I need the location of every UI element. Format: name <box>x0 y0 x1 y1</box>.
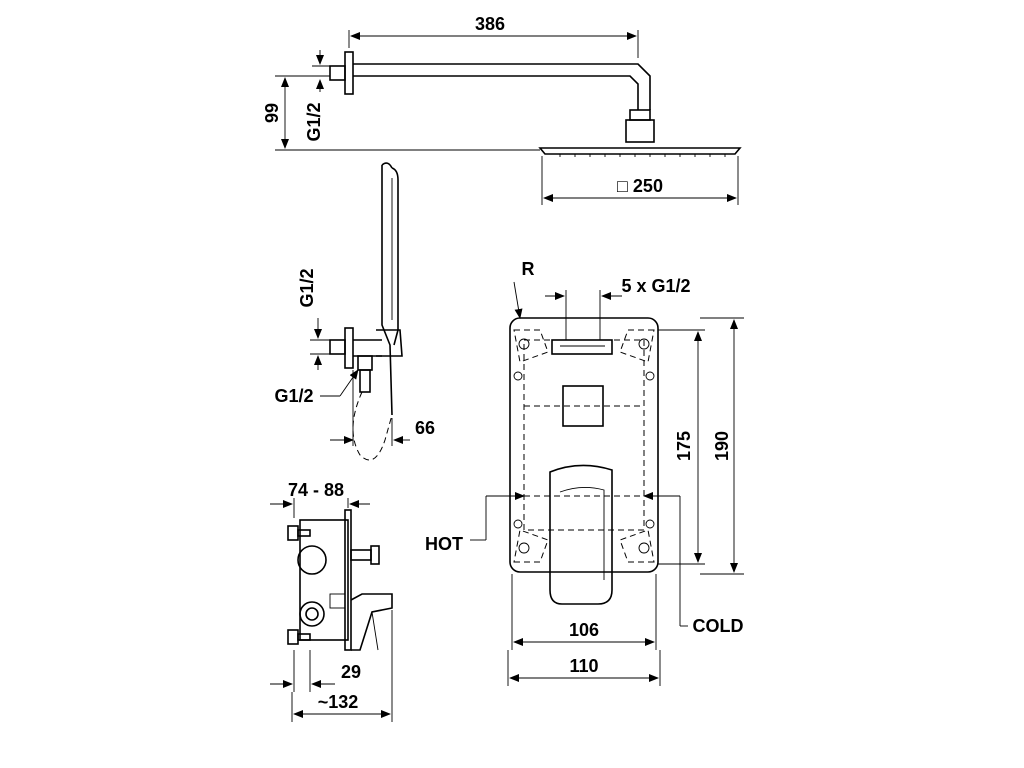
overhead-shower: 386 99 G1/2 □ 250 <box>262 14 742 205</box>
valve-circle-bottom <box>299 601 325 627</box>
concealed-box <box>523 339 645 531</box>
shower-head <box>538 147 742 155</box>
wall-flange <box>344 51 354 95</box>
hand-shower: G1/2 G1/2 66 <box>274 162 435 461</box>
hose <box>352 391 393 461</box>
wall-plate-side <box>344 509 352 651</box>
label-outlets: 5 x G1/2 <box>621 276 690 296</box>
label-holder-depth: 66 <box>415 418 435 438</box>
label-depth-range: 74 - 88 <box>288 480 344 500</box>
label-head-size: □ 250 <box>617 176 663 196</box>
label-outer-height: 190 <box>712 431 732 461</box>
label-thread-holder: G1/2 <box>297 268 317 307</box>
label-arm-height: 99 <box>262 103 282 123</box>
lever-handle <box>549 464 613 605</box>
label-thread-hose: G1/2 <box>274 386 313 406</box>
valve-circle-top <box>297 545 327 575</box>
outlet-connector <box>551 339 613 355</box>
mixer-body <box>299 519 349 641</box>
holder-flange <box>344 327 354 369</box>
mixer-front-view: R 5 x G1/2 HOT COLD 175 190 106 <box>425 259 744 686</box>
label-total-depth: ~132 <box>318 692 359 712</box>
hose-connector <box>357 355 373 371</box>
diverter-button <box>562 385 604 427</box>
label-inner-width: 106 <box>569 620 599 640</box>
label-thread-top: G1/2 <box>304 102 324 141</box>
label-outer-width: 110 <box>569 656 598 676</box>
cover-plate <box>509 317 659 573</box>
lever-handle-side <box>350 593 393 651</box>
label-offset: 29 <box>341 662 361 682</box>
label-cold: COLD <box>693 616 744 636</box>
label-arm-length: 386 <box>475 14 505 34</box>
mixer-side-view: 74 - 88 29 ~132 <box>270 480 393 722</box>
shower-arm <box>353 63 651 110</box>
hand-shower-handle <box>381 165 399 416</box>
label-inner-height: 175 <box>674 431 694 461</box>
label-plate-r: R <box>522 259 535 279</box>
label-hot: HOT <box>425 534 463 554</box>
head-nozzles <box>559 154 726 157</box>
